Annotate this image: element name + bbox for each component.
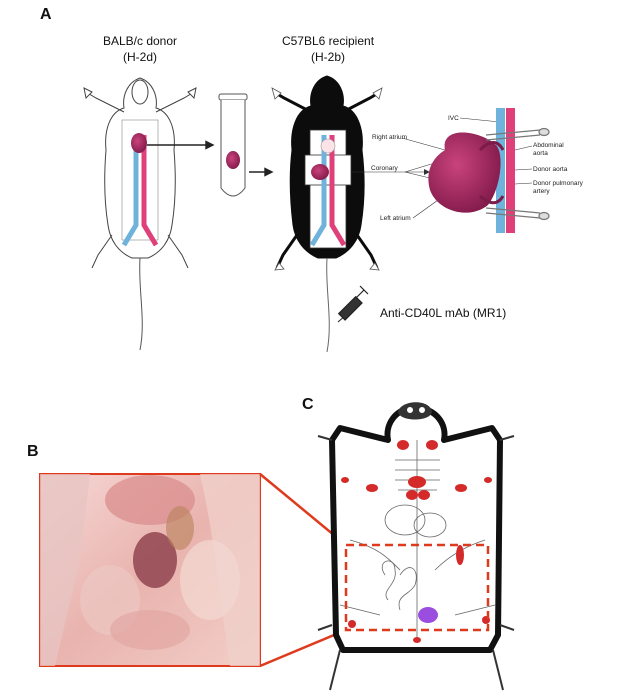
- recipient-caption: C57BL6 recipient (H-2b): [248, 33, 408, 65]
- coronary-label: Coronary: [371, 165, 398, 172]
- donor-vessels: [121, 135, 159, 247]
- transplant-detail: [428, 108, 550, 233]
- lymph-node-mouse: [317, 402, 515, 691]
- donor-haplotype: (H-2d): [122, 50, 157, 64]
- donor-aorta-label: Donor aorta: [533, 166, 568, 173]
- arrow-donor-to-tube: [147, 140, 215, 150]
- recipient-open-cavity: [304, 129, 352, 249]
- abdominal-aorta-label: Abdominal aorta: [533, 142, 564, 157]
- left-atrium-label: Left atrium: [380, 215, 411, 222]
- highlighted-lymph-node: [418, 607, 438, 623]
- donor-pulmonary-artery-label: Donor pulmonary artery: [533, 180, 583, 195]
- panel-label-c: C: [302, 396, 314, 413]
- donor-mouse: [83, 77, 197, 351]
- surgical-photo: [39, 473, 261, 667]
- treatment-label: Anti-CD40L mAb (MR1): [380, 306, 507, 320]
- test-tube: [218, 93, 248, 197]
- donor-strain: BALB/c donor: [102, 34, 178, 48]
- right-atrium-label: Right atrium: [372, 134, 408, 141]
- donor-heart: [131, 133, 147, 153]
- zoom-region-box: [344, 543, 490, 632]
- syringe-icon: [337, 285, 369, 323]
- recipient-strain: C57BL6 recipient: [281, 34, 375, 48]
- arrow-tube-to-recipient: [249, 167, 274, 177]
- donor-caption: BALB/c donor (H-2d): [60, 33, 220, 65]
- recipient-haplotype: (H-2b): [310, 50, 345, 64]
- ivc-label: IVC: [448, 115, 459, 122]
- panel-label-b: B: [27, 443, 39, 460]
- panel-label-a: A: [40, 6, 52, 23]
